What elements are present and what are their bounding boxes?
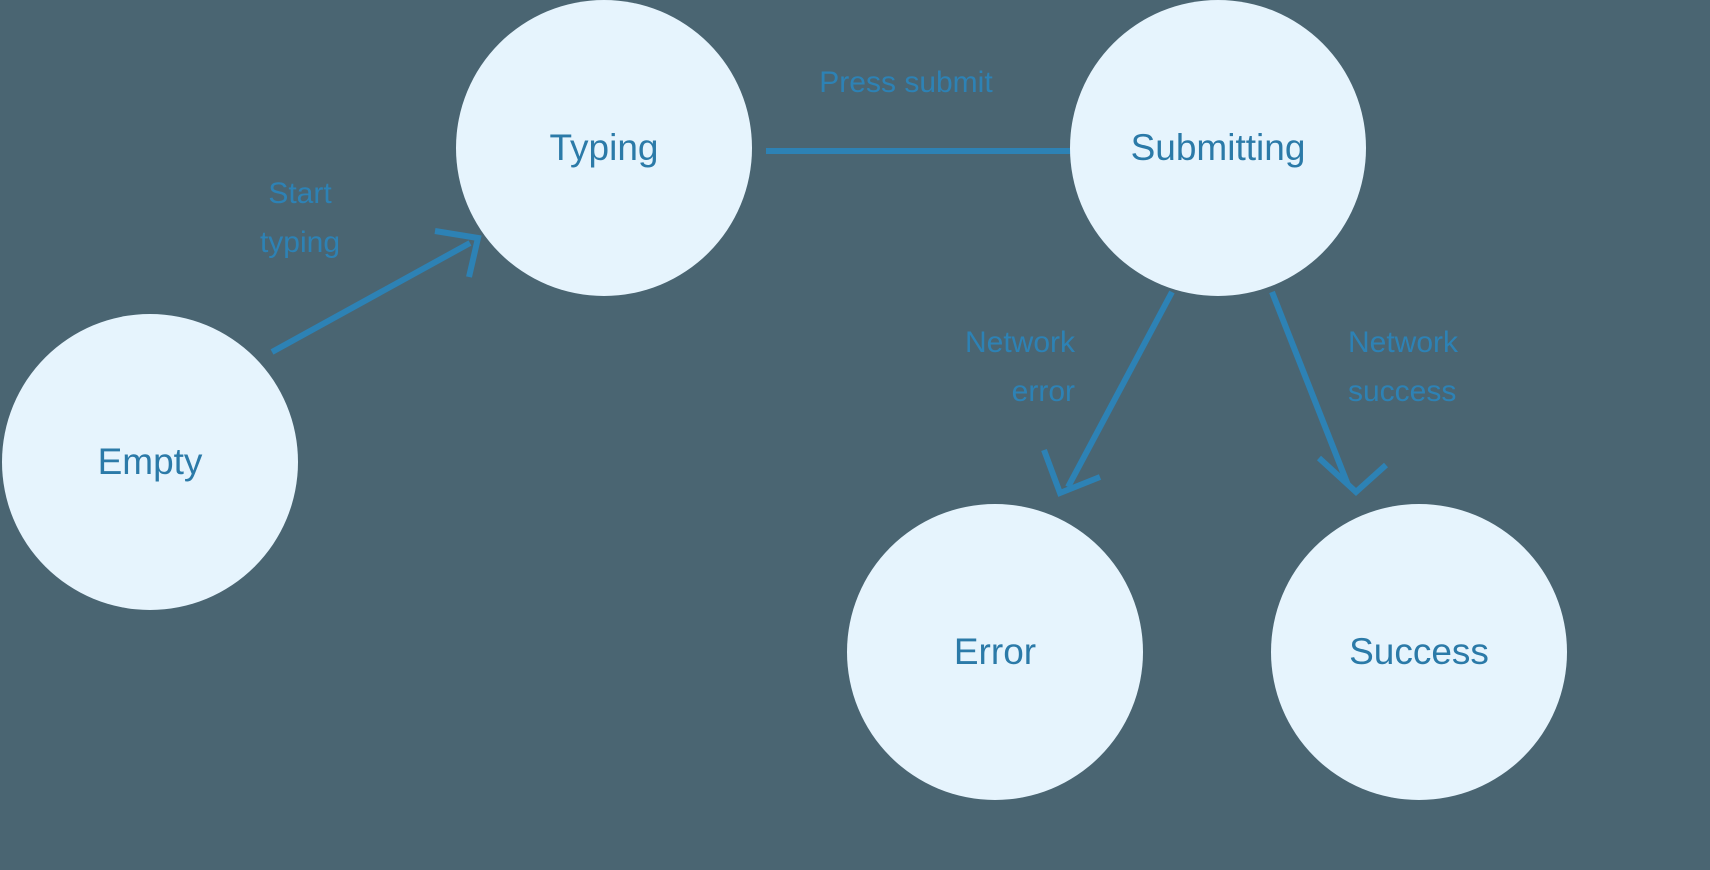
edge-empty-to-typing-label-line-2: typing [260,226,340,259]
node-typing[interactable]: Typing [456,0,752,296]
node-empty[interactable]: Empty [2,314,298,610]
edge-submitting-to-error-label-line-1: Network [965,326,1076,359]
edge-submitting-to-success-arrowhead [1316,455,1389,497]
node-success[interactable]: Success [1271,504,1567,800]
edge-submitting-to-error: Network error [965,290,1175,497]
edge-empty-to-typing-line [270,240,472,355]
node-typing-circle[interactable] [456,0,752,296]
edge-submitting-to-success-label-line-2: success [1348,375,1456,408]
edge-submitting-to-error-arrowhead [1041,448,1102,497]
node-submitting[interactable]: Submitting [1070,0,1366,296]
edge-submitting-to-success-label-line-1: Network [1348,326,1459,359]
edge-empty-to-typing-arrowhead [434,228,482,278]
node-submitting-label: Submitting [1131,127,1306,168]
node-typing-label: Typing [549,127,658,168]
edge-typing-to-submitting-label-line-1: Press submit [819,66,993,99]
node-error-circle[interactable] [847,504,1143,800]
node-empty-label: Empty [98,441,203,482]
edge-submitting-to-success: Network success [1269,290,1459,497]
node-success-label: Success [1349,631,1489,672]
node-error[interactable]: Error [847,504,1143,800]
node-empty-circle[interactable] [2,314,298,610]
edge-submitting-to-error-line [1065,290,1175,489]
edge-empty-to-typing-label-line-1: Start [268,177,332,210]
node-error-label: Error [954,631,1036,672]
edge-submitting-to-error-label-line-2: error [1012,375,1075,408]
node-submitting-circle[interactable] [1070,0,1366,296]
node-success-circle[interactable] [1271,504,1567,800]
edge-empty-to-typing: Start typing [260,177,482,355]
edge-submitting-to-success-line [1269,290,1351,487]
